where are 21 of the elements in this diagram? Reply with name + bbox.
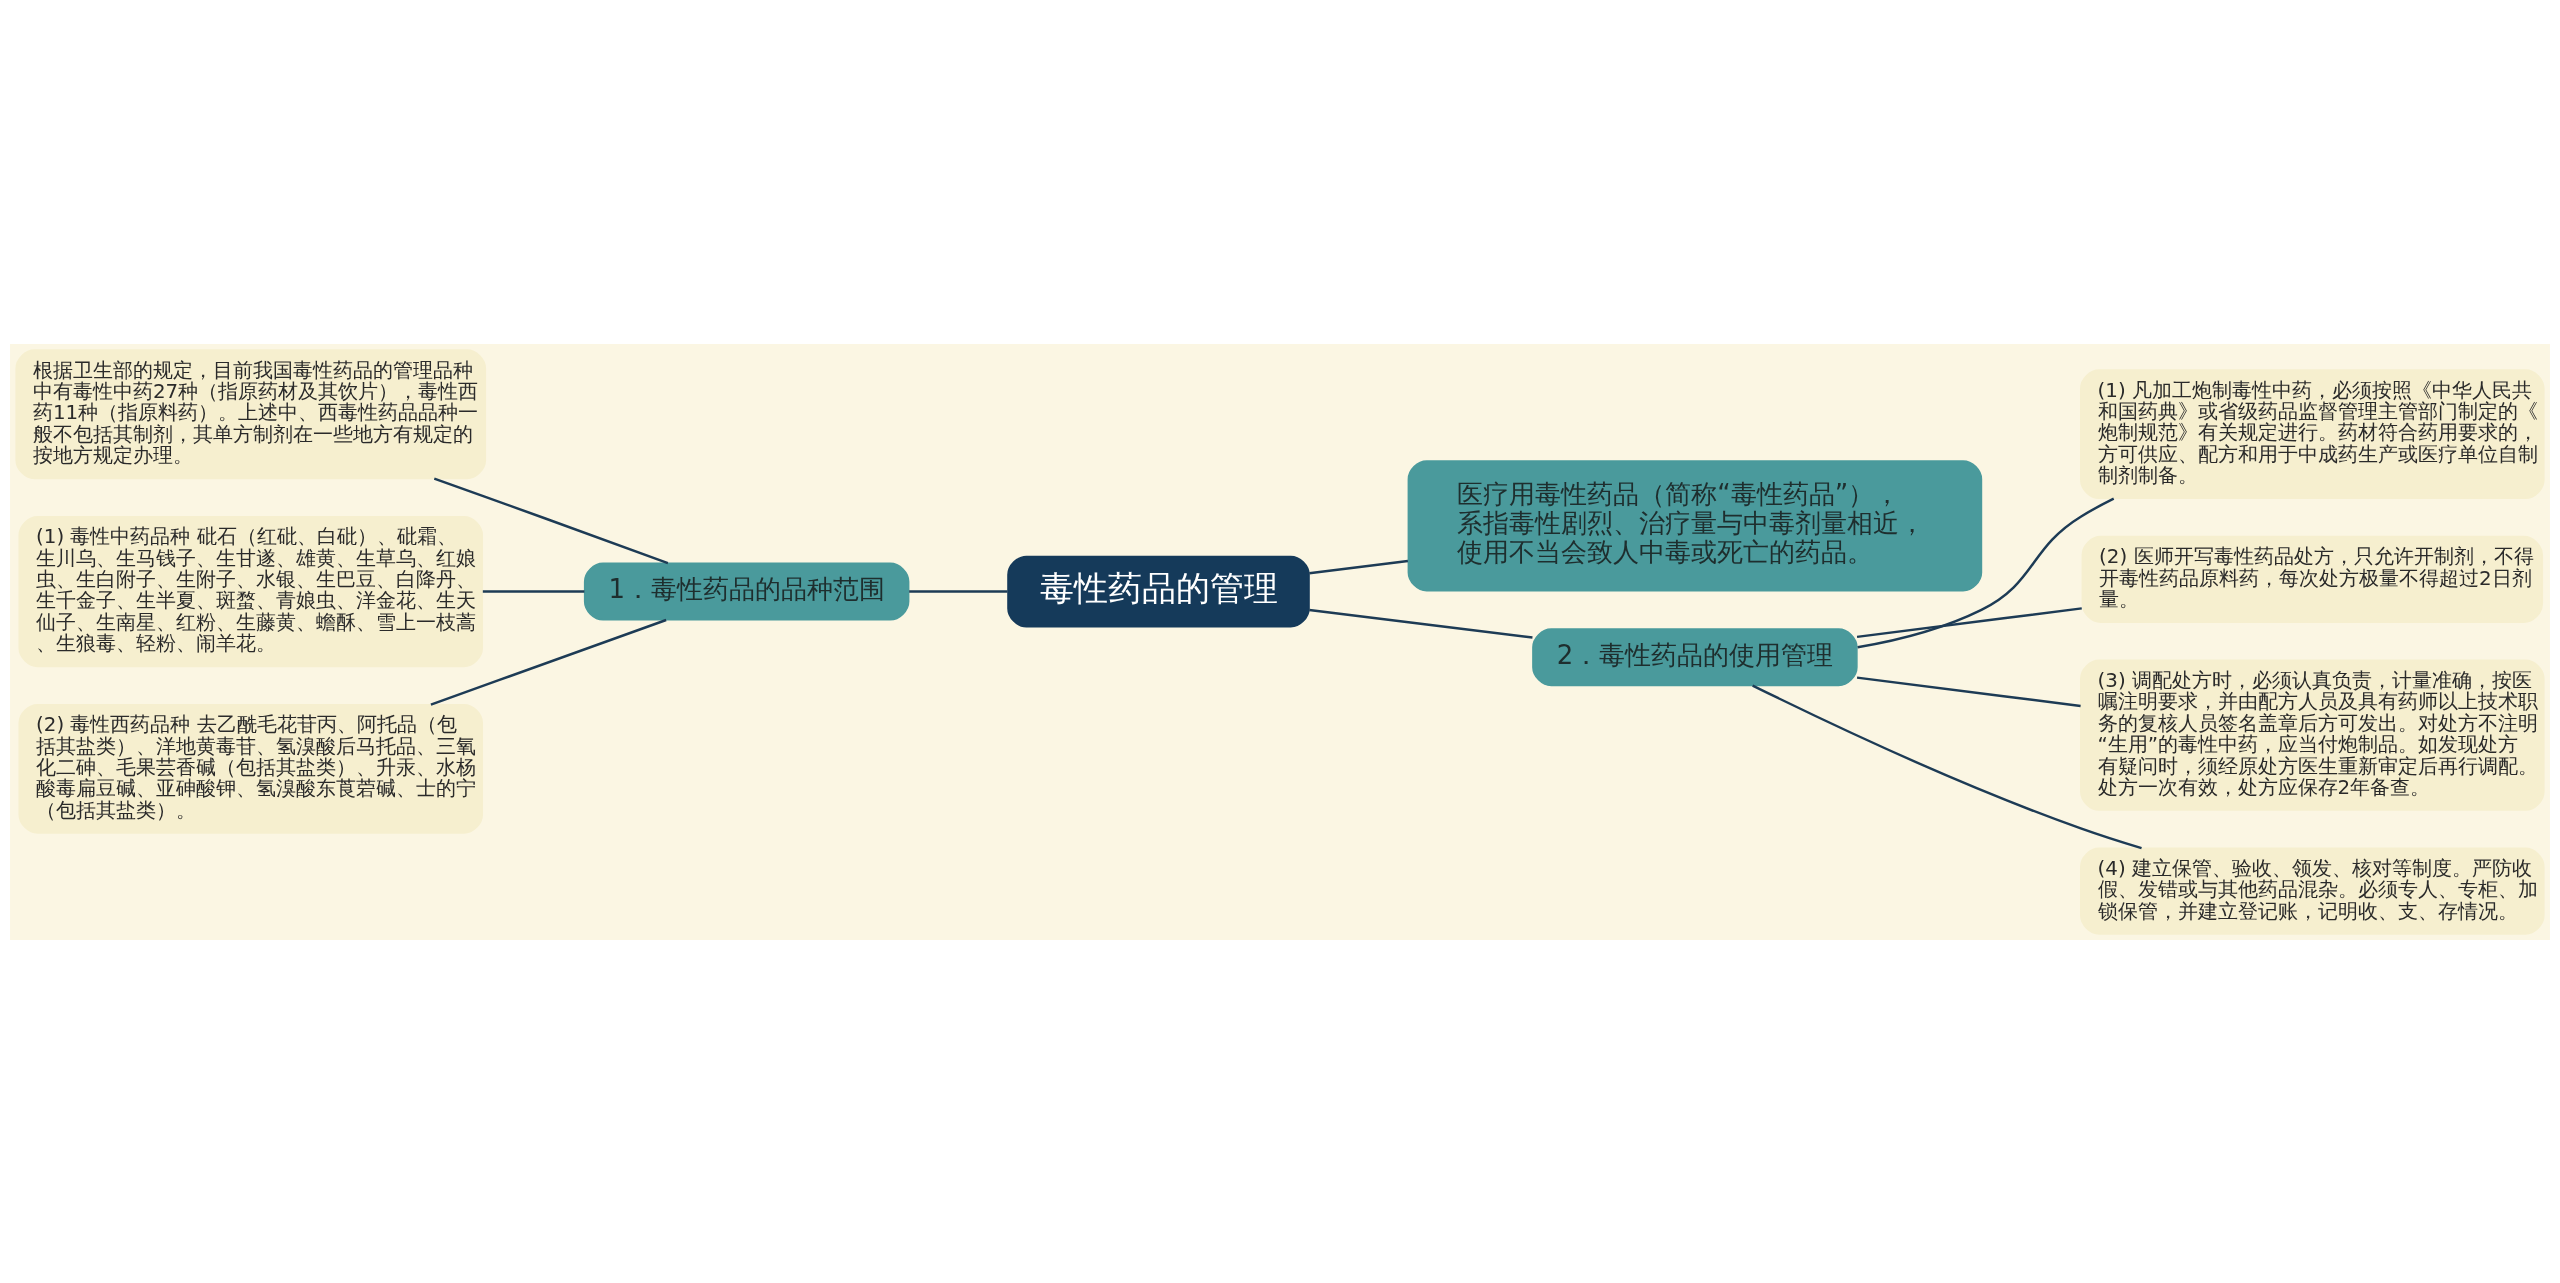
node-box: (3) 调配处方时，必须认真负责，计量准确，按医嘱注明要求，并由配方人员及具有药师以上技术职务的复核人员签名盖章后方可发出。对处方不注明“生用”的毒性中药，应当付炮制品。如发现处方有疑问时，须经原处方医生重新审定后再行调配。处方一次有效，处方应保存2年备查。 — [2080, 659, 2545, 811]
connector — [1857, 497, 2115, 648]
node-box: (2) 医师开写毒性药品处方，只允许开制剂，不得开毒性药品原料药，每次处方极量不得超过2日剂量。 — [2081, 535, 2544, 623]
node-box: (1) 凡加工炮制毒性中药，必须按照《中华人民共和国药典》或省级药品监督管理主管部门制定的《炮制规范》有关规定进行。药材符合药用要求的，方可供应、配方和用于中成药生产或医疗单位自制制剂制备。 — [2080, 368, 2545, 499]
connector — [1309, 608, 1533, 639]
node-box: (1) 毒性中药品种 砒石（红砒、白砒）、砒霜、生川乌、生马钱子、生甘遂、雄黄、生草乌、红娘虫、生白附子、生附子、水银、生巴豆、白降丹、生千金子、生半夏、斑蝥、青娘虫、洋金花、生天仙子、生南星、红粉、生藤黄、蟾酥、雪上一枝蒿、生狼毒、轻粉、闹羊花。 — [18, 515, 484, 667]
connector — [433, 476, 669, 564]
connector — [909, 589, 1008, 593]
connector — [430, 618, 667, 706]
node-box: 1．毒性药品的品种范围 — [583, 562, 910, 621]
connector — [1856, 675, 2081, 707]
node-box: 毒性药品的管理 — [1007, 555, 1310, 627]
node-box: 根据卫生部的规定，目前我国毒性药品的管理品种中有毒性中药27种（指原药材及其饮片），毒性西药11种（指原料药）。上述中、西毒性药品品种一般不包括其制剂，其单方制剂在一些地方有规定的按地方规定办理。 — [15, 348, 487, 479]
node-box: 2．毒性药品的使用管理 — [1532, 627, 1858, 686]
connector — [1752, 684, 2142, 849]
node-box: (4) 建立保管、验收、领发、核对等制度。严防收假、发错或与其他药品混杂。必须专人、专柜、加锁保管，并建立登记账，记明收、支、存情况。 — [2080, 847, 2545, 935]
connector — [482, 589, 585, 593]
node-box: 医疗用毒性药品（简称“毒性药品”），系指毒性剧烈、治疗量与中毒剂量相近，使用不当会致人中毒或死亡的药品。 — [1407, 459, 1983, 592]
connector — [1856, 606, 2082, 638]
node-box: (2) 毒性西药品种 去乙酰毛花苷丙、阿托品（包括其盐类）、洋地黄毒苷、氢溴酸后马托品、三氧化二砷、毛果芸香碱（包括其盐类）、升汞、水杨酸毒扁豆碱、亚砷酸钾、氢溴酸东莨菪碱、士的宁（包括其盐类）。 — [18, 703, 484, 834]
connector — [1309, 559, 1409, 574]
